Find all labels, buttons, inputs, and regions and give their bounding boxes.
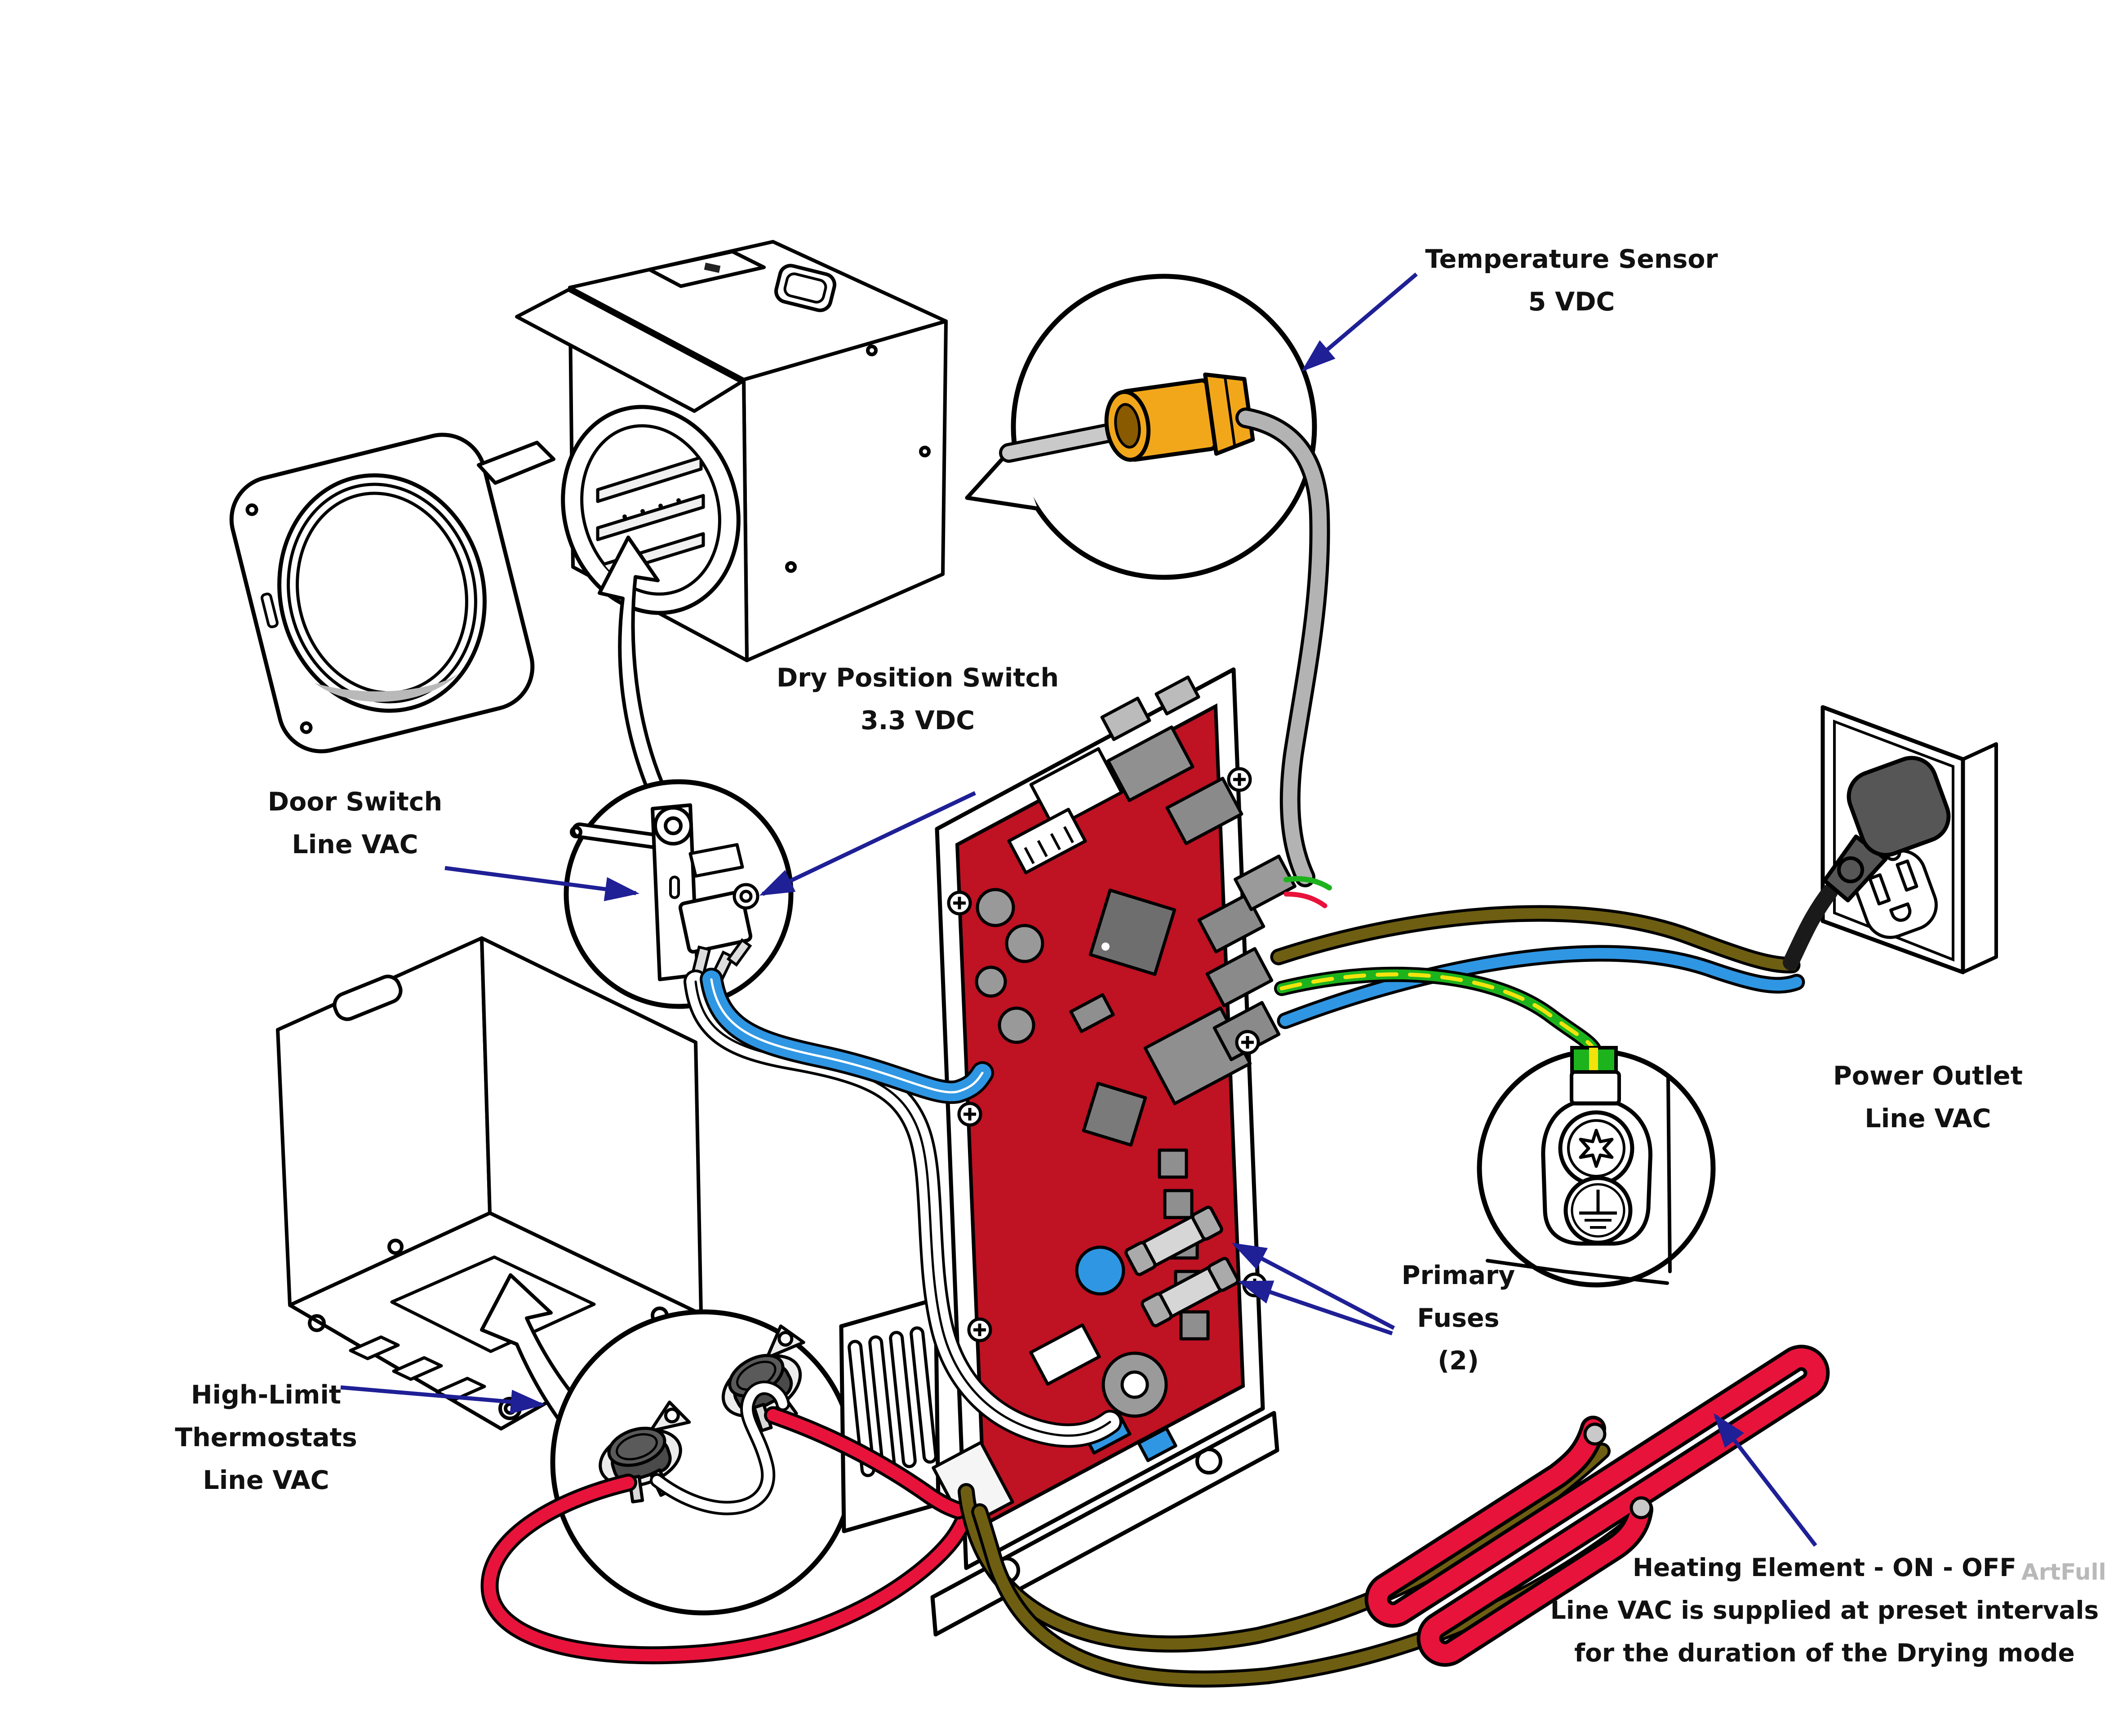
thermostats-callout xyxy=(550,1309,857,1616)
handle-recess xyxy=(333,974,403,1021)
fuse-arrow-1 xyxy=(1231,1243,1395,1330)
heating-element-tube xyxy=(1368,1348,1826,1663)
element-terminal-1 xyxy=(1583,1422,1607,1446)
heating-element-label: Heating Element - ON - OFF Line VAC is s… xyxy=(1550,1546,2099,1674)
high-limit-thermostats-label: High-Limit Thermostats Line VAC xyxy=(175,1374,357,1502)
ground-terminal-callout xyxy=(1477,1046,1716,1288)
access-plate xyxy=(390,1255,596,1353)
power-cord xyxy=(1783,884,1838,970)
power-outlet-illustration xyxy=(1783,705,1998,974)
door-shading xyxy=(315,674,458,702)
temperature-sensor-label: Temperature Sensor 5 VDC xyxy=(1425,238,1718,323)
temperature-sensor-callout xyxy=(965,274,1317,580)
label-line: Line VAC xyxy=(292,830,418,859)
door-switch-callout xyxy=(564,779,794,1009)
door-switch-blue-wires xyxy=(700,968,994,1104)
primary-fuses-label: Primary Fuses (2) xyxy=(1402,1254,1515,1382)
door-switch-label: Door Switch Line VAC xyxy=(268,781,442,866)
label-line: 5 VDC xyxy=(1528,287,1615,317)
label-line: 3.3 VDC xyxy=(860,706,975,735)
label-line: Dry Position Switch xyxy=(776,663,1059,693)
label-line: Line VAC xyxy=(203,1466,329,1495)
label-line: High-Limit xyxy=(191,1380,342,1410)
temperature-sensor-arrow xyxy=(1301,272,1418,372)
varistor xyxy=(1075,1245,1125,1296)
primary-fuse-2 xyxy=(1141,1257,1239,1328)
wiring xyxy=(480,407,1805,1688)
open-door xyxy=(229,433,555,753)
dry-position-switch-arrow xyxy=(759,791,976,896)
label-line: Line VAC xyxy=(1865,1104,1991,1134)
fuse-arrow-2 xyxy=(1238,1280,1393,1336)
thermostat-red-wire-right xyxy=(767,1409,964,1517)
sterilizer-unit-illustration xyxy=(229,240,948,753)
sensor-probe xyxy=(1002,424,1128,460)
dry-position-switch-label: Dry Position Switch 3.3 VDC xyxy=(777,657,1059,742)
element-terminal-2 xyxy=(1629,1496,1653,1519)
heating-element-illustration xyxy=(1364,1345,1830,1667)
label-line: Door Switch xyxy=(267,787,443,817)
top-button-recess xyxy=(774,264,836,312)
front-cowl xyxy=(515,288,743,413)
annotations xyxy=(340,272,1817,1547)
power-plug xyxy=(1783,756,1951,970)
primary-fuse-1 xyxy=(1124,1205,1223,1276)
microswitch-body xyxy=(678,890,753,954)
label-line: Temperature Sensor xyxy=(1425,244,1718,274)
heating-element-arrow xyxy=(1714,1413,1817,1547)
thermostat-white-jumper xyxy=(653,1383,787,1513)
temperature-sensor-illustration xyxy=(999,372,1255,463)
label-line: Fuses xyxy=(1417,1303,1500,1333)
line-wire-olive xyxy=(1273,908,1798,971)
line-wire-blue xyxy=(1280,948,1802,1026)
heating-element-wire-1 xyxy=(960,1445,1608,1650)
label-line: Power Outlet xyxy=(1833,1061,2023,1091)
door-hinge xyxy=(477,441,555,485)
power-outlet-label: Power Outlet Line VAC xyxy=(1833,1055,2023,1140)
callout-pointer-door-switch xyxy=(598,536,664,798)
label-line: (2) xyxy=(1438,1346,1479,1376)
label-line: Thermostats xyxy=(175,1423,357,1453)
mounting-bracket xyxy=(930,1411,1279,1637)
watermark: ArtFull xyxy=(2021,1559,2106,1585)
chamber-opening xyxy=(561,405,741,615)
high-limit-arrow xyxy=(340,1385,546,1414)
label-line: for the duration of the Drying mode xyxy=(1574,1639,2075,1667)
frame-screws xyxy=(947,767,1267,1342)
sensor-cable xyxy=(1239,411,1327,884)
ground-lug-illustration xyxy=(1541,1046,1652,1246)
label-line: Heating Element - ON - OFF xyxy=(1633,1553,2016,1582)
door-switch-illustration xyxy=(570,803,759,982)
label-line: Primary xyxy=(1401,1261,1515,1290)
thermostat-red-wire-left xyxy=(484,1476,969,1661)
label-line: Line VAC is supplied at preset intervals xyxy=(1550,1596,2099,1625)
door-switch-arrow xyxy=(444,866,640,901)
